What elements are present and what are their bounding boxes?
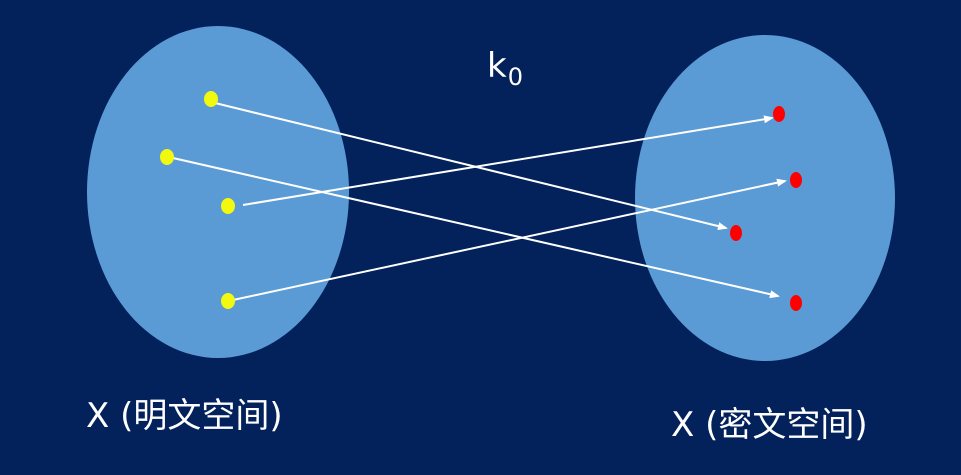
ciphertext-space-ellipse	[635, 35, 895, 361]
arrow-plaintext-1-to-ciphertext-3	[214, 102, 728, 230]
ciphertext-point-1	[773, 106, 785, 122]
arrow-plaintext-3-to-ciphertext-1	[242, 115, 774, 206]
arrow-plaintext-2-to-ciphertext-4	[172, 157, 780, 299]
plaintext-points	[160, 91, 235, 309]
ciphertext-point-3	[730, 225, 742, 241]
arrow-plaintext-4-to-ciphertext-2	[232, 178, 787, 301]
plaintext-point-3	[221, 198, 235, 214]
ciphertext-point-4	[790, 295, 802, 311]
key-subscript: 0	[508, 63, 523, 91]
plaintext-point-4	[221, 293, 235, 309]
plaintext-space-ellipse	[87, 26, 349, 358]
mapping-arrows	[172, 102, 787, 301]
plaintext-space-label: X (明文空间)	[86, 396, 283, 436]
key-base: k	[487, 46, 507, 86]
key-label: k0	[487, 46, 523, 91]
plaintext-point-2	[160, 149, 174, 165]
ciphertext-space-label: X (密文空间)	[671, 405, 868, 445]
ciphertext-point-2	[790, 172, 802, 188]
ciphertext-points	[730, 106, 802, 311]
plaintext-point-1	[204, 91, 218, 107]
